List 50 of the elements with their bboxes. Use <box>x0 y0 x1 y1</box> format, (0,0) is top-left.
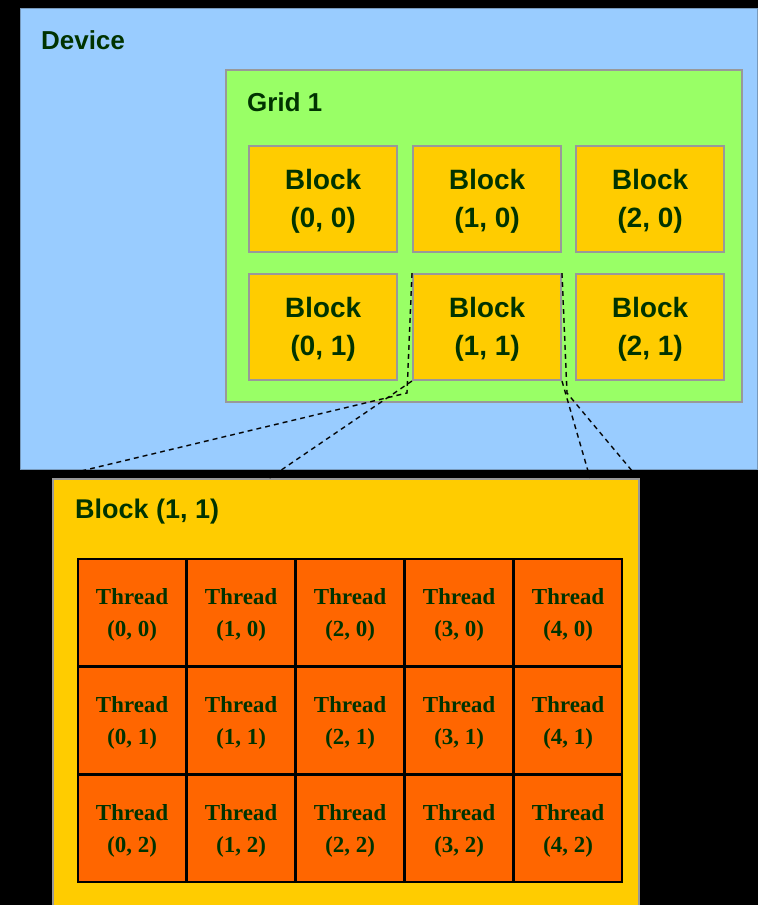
thread-label: Thread (3, 0) <box>422 582 496 643</box>
block-box <box>248 145 398 253</box>
projection-line <box>561 380 591 478</box>
thread-cell <box>513 558 623 667</box>
grid-panel <box>225 69 743 403</box>
thread-cell <box>295 666 405 775</box>
device-panel <box>20 8 758 470</box>
block-label: Block (2, 0) <box>610 163 690 235</box>
thread-cell <box>77 774 187 883</box>
block-box <box>575 273 725 381</box>
block-box <box>412 145 562 253</box>
thread-cell <box>404 774 514 883</box>
thread-cell <box>186 558 296 667</box>
thread-label: Thread (2, 2) <box>312 798 388 859</box>
thread-cell <box>513 666 623 775</box>
block-label: Block (1, 1) <box>448 291 526 363</box>
thread-cell <box>77 558 187 667</box>
block-label: Block (2, 1) <box>610 291 690 363</box>
thread-cell <box>513 774 623 883</box>
block-label: Block (0, 1) <box>284 291 362 363</box>
thread-label: Thread (0, 0) <box>94 582 170 643</box>
block-box <box>575 145 725 253</box>
thread-label: Thread (4, 2) <box>530 798 606 859</box>
thread-label: Thread (1, 0) <box>204 582 278 643</box>
projection-line <box>269 380 412 479</box>
thread-label: Thread (1, 1) <box>204 690 278 751</box>
block-box <box>412 273 562 381</box>
thread-label: Thread (3, 2) <box>422 798 496 859</box>
thread-label: Thread (4, 0) <box>530 582 606 643</box>
panel-title: Grid 1 <box>247 87 322 118</box>
thread-cell <box>77 666 187 775</box>
thread-cell <box>186 774 296 883</box>
thread-cell <box>295 558 405 667</box>
thread-label: Thread (0, 1) <box>94 690 170 751</box>
block-label: Block (1, 0) <box>448 163 526 235</box>
panel-title: Block (1, 1) <box>75 494 220 525</box>
thread-label: Thread (0, 2) <box>94 798 170 859</box>
panel-title: Device <box>41 25 125 56</box>
thread-cell <box>295 774 405 883</box>
block-label: Block (0, 0) <box>284 163 362 235</box>
thread-label: Thread (4, 1) <box>530 690 606 751</box>
block-panel <box>52 478 640 905</box>
block-box <box>248 273 398 381</box>
thread-cell <box>404 558 514 667</box>
thread-label: Thread (2, 0) <box>312 582 388 643</box>
thread-label: Thread (2, 1) <box>312 690 388 751</box>
thread-cell <box>404 666 514 775</box>
thread-cell <box>186 666 296 775</box>
thread-label: Thread (1, 2) <box>204 798 278 859</box>
thread-label: Thread (3, 1) <box>422 690 496 751</box>
